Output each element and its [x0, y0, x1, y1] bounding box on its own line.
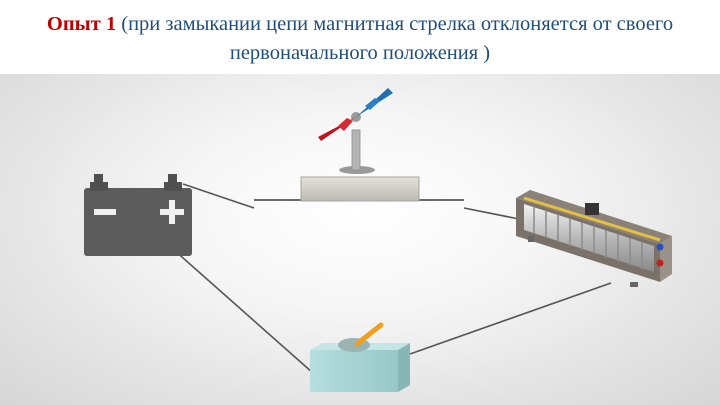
rheostat-slider[interactable]	[585, 203, 599, 215]
battery-minus-icon	[94, 209, 116, 215]
magnetic-needle-icon[interactable]	[300, 88, 420, 202]
wire-battery-to-conductor	[182, 183, 255, 209]
wire-switch-to-rheostat	[409, 282, 612, 355]
slide-title: Опыт 1 (при замыкании цепи магнитная стр…	[0, 0, 720, 68]
knife-switch-icon[interactable]	[310, 322, 410, 392]
battery-icon[interactable]	[84, 174, 192, 256]
terminal-red	[656, 259, 664, 267]
title-band: Опыт 1 (при замыкании цепи магнитная стр…	[0, 0, 720, 74]
switch-lever[interactable]	[354, 322, 384, 347]
experiment-description: (при замыкании цепи магнитная стрелка от…	[116, 13, 674, 64]
wire-conductor-to-rheostat	[463, 207, 525, 221]
rheostat-icon[interactable]	[516, 190, 672, 287]
experiment-label: Опыт 1	[46, 13, 117, 35]
terminal-blue	[656, 243, 664, 251]
